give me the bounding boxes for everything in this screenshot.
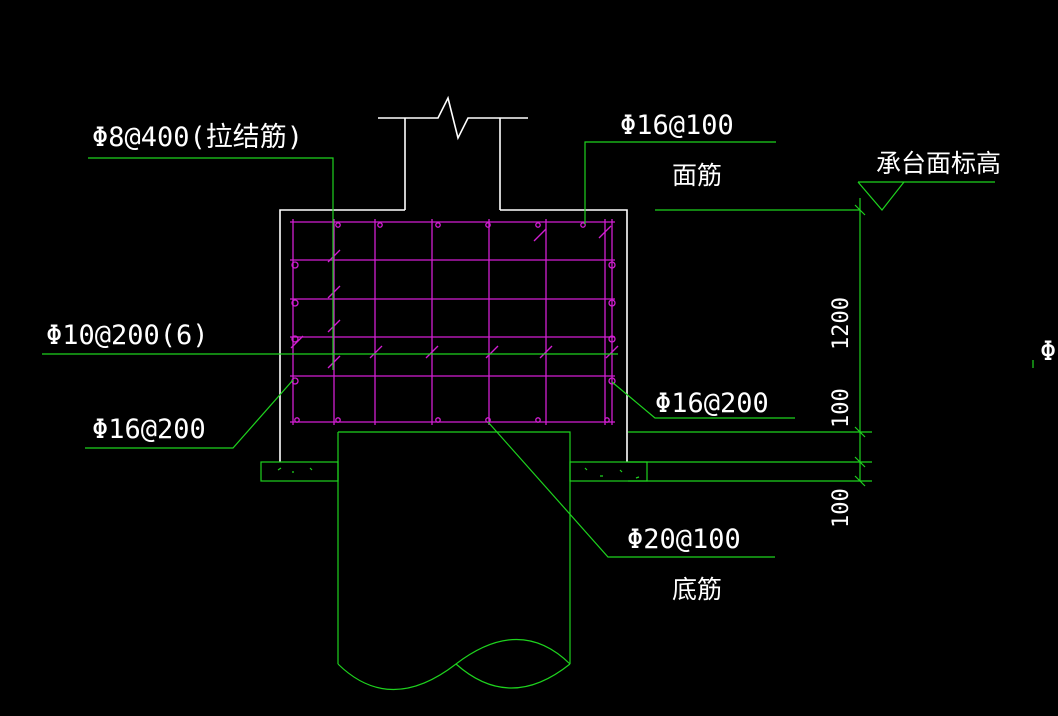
dim-cover-bottom: 100 <box>829 388 854 428</box>
label-bottom-bar: Φ20@100 <box>627 524 741 555</box>
label-side-bar-right: Φ16@200 <box>655 388 769 419</box>
column-outline <box>378 95 528 210</box>
pile-outline <box>337 431 571 664</box>
cushion-right <box>569 461 648 482</box>
rebar-tie-tick <box>369 345 383 359</box>
rebar-dot <box>608 299 616 307</box>
rebar-dot <box>535 417 541 423</box>
rebar-dot <box>377 222 383 228</box>
rebar-dot <box>604 417 610 423</box>
rebar-tie-tick <box>605 345 619 359</box>
rebar-tie-tick <box>425 345 439 359</box>
cushion-hatch <box>277 467 640 479</box>
label-top-bar-name: 面筋 <box>672 161 722 190</box>
rebar-tie-tick <box>327 355 341 369</box>
label-top-bar: Φ16@100 <box>620 110 734 141</box>
rebar-dot <box>291 335 299 343</box>
rebar-dot <box>608 377 616 385</box>
rebar-dot <box>608 335 616 343</box>
rebar-tie-tick <box>539 345 553 359</box>
rebar-tie-tick <box>327 249 341 263</box>
dim-cap-depth: 1200 <box>829 297 854 350</box>
label-bottom-bar-name: 底筋 <box>672 575 722 604</box>
label-side-bar-left: Φ16@200 <box>92 414 206 445</box>
leader-lines <box>42 141 1034 558</box>
label-tie-bar: Φ8@400(拉结筋) <box>92 122 303 153</box>
rebar-dot <box>335 222 341 228</box>
label-cut-off: Φ <box>1040 336 1056 367</box>
label-stirrup: Φ10@200(6) <box>46 320 209 351</box>
rebar-tie-tick <box>327 319 341 333</box>
rebar-cage <box>290 219 619 425</box>
rebar-dot <box>485 222 491 228</box>
rebar-dot <box>608 261 616 269</box>
rebar-dot <box>580 222 586 228</box>
rebar-dot <box>291 261 299 269</box>
rebar-dot <box>435 222 441 228</box>
pile-cap-outline <box>279 209 628 462</box>
rebar-tie-tick <box>327 285 341 299</box>
rebar-tie-tick <box>533 228 547 242</box>
rebar-dot <box>435 417 441 423</box>
rebar-tie-tick <box>290 335 304 349</box>
pile-break-curve <box>337 638 571 691</box>
rebar-dot <box>294 417 300 423</box>
dim-cushion: 100 <box>829 488 854 528</box>
rebar-dot <box>291 299 299 307</box>
rebar-tie-tick <box>598 225 612 239</box>
rebar-dot <box>535 222 541 228</box>
label-elevation: 承台面标高 <box>876 149 1001 178</box>
rebar-dot <box>335 417 341 423</box>
dimension-ticks <box>854 204 866 487</box>
rebar-tie-tick <box>485 345 499 359</box>
cushion-left <box>260 461 339 482</box>
